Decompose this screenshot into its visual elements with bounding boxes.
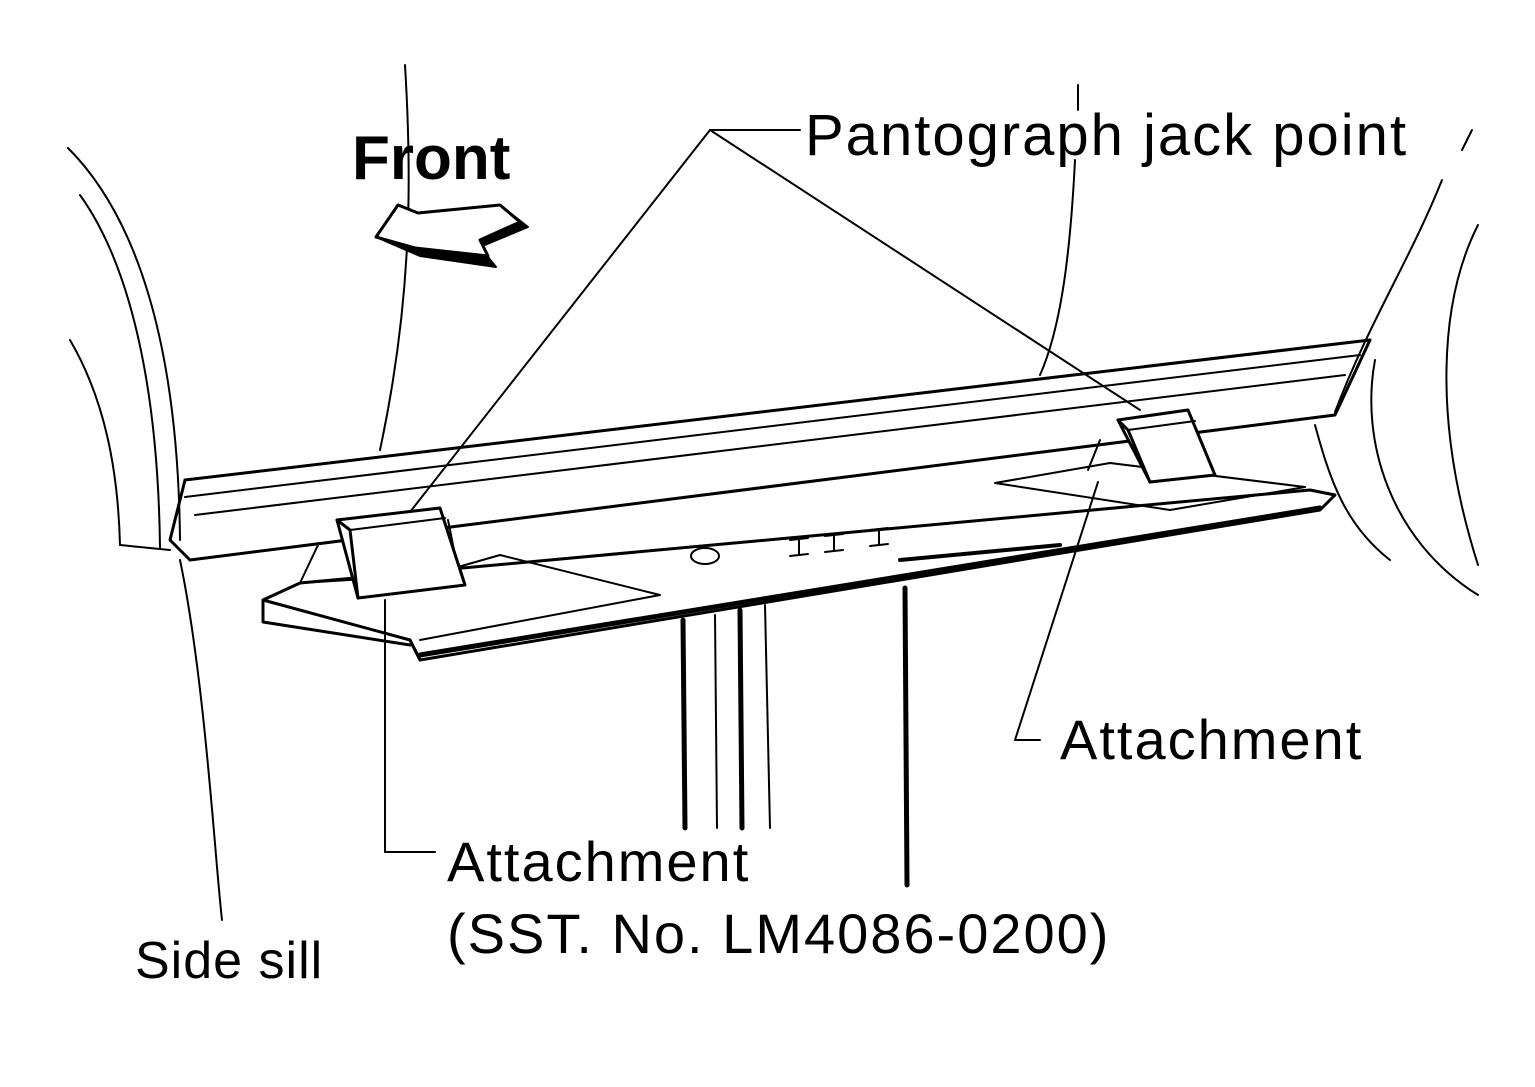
sst-number-label: (SST. No. LM4086-0200) (447, 902, 1111, 965)
front-label: Front (352, 124, 511, 193)
front-arrow-icon (374, 203, 529, 268)
attachment-center-label: Attachment (447, 830, 751, 893)
attachment-plate (261, 462, 1337, 662)
left-wheel-arch (67, 147, 181, 551)
jack-posts (680, 585, 910, 888)
leader-lines (384, 129, 1141, 853)
right-wheel-arch (1314, 179, 1479, 596)
left-jack-pad (299, 506, 467, 600)
attachment-right-label: Attachment (1060, 708, 1364, 771)
side-sill-label: Side sill (135, 932, 324, 990)
right-jack-pad (1087, 408, 1217, 484)
pantograph-jack-point-label: Pantograph jack point (805, 103, 1409, 168)
side-sill-shape (168, 338, 1372, 921)
